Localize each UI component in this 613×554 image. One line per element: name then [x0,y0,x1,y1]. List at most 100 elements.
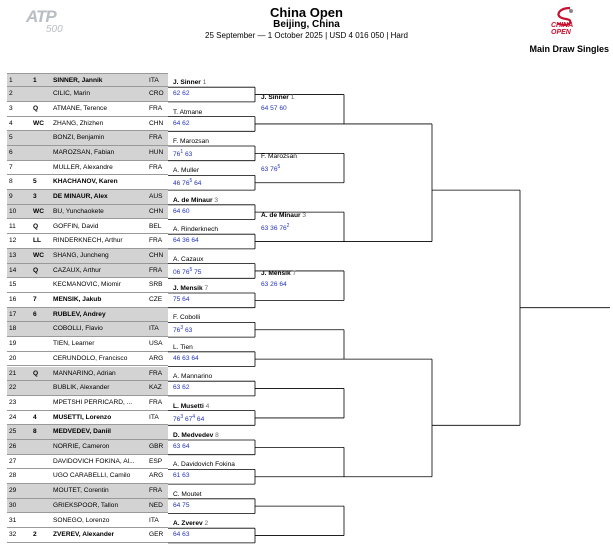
player-name: KHACHANOV, Karen [53,178,118,186]
player-name: MEDVEDEV, Daniil [53,428,112,436]
country-code: FRA [149,237,163,245]
player-name: DAVIDOVICH FOKINA, Al... [53,457,135,465]
draw-position: 6 [9,149,13,156]
country-code: ESP [149,457,163,465]
round-2-score: 763 63 [173,325,193,335]
round-2-winner: A. Rinderknech [173,226,219,234]
draw-position: 3 [9,104,13,112]
round-3-score: 63 26 64 [261,281,287,289]
winner-seed: 1 [200,79,207,87]
winner-seed: 8 [213,432,219,439]
player-name: RINDERKNECH, Arthur [53,237,123,245]
seed-label: 5 [33,178,37,186]
player-name: MULLER, Alexandre [53,163,113,171]
winner-seed: 1 [288,93,295,101]
country-code: FRA [149,369,163,377]
header: ATP 500 China Open Beijing, China 25 Sep… [0,0,613,66]
china-open-swoosh-icon [557,6,573,26]
player-name: MUSETTI, Lorenzo [53,413,112,421]
seed-label: Q [33,266,39,274]
round-3-score: 64 57 60 [261,104,287,112]
draw-position: 18 [9,325,17,333]
player-name: CERUNDOLO, Francisco [53,354,128,362]
seed-label: 2 [33,531,37,539]
player-name: ZVEREV, Alexander [53,531,115,539]
country-code: FRA [149,487,163,495]
winner-seed: 4 [203,402,210,410]
round-2-winner: A. Zverev 2 [173,520,209,528]
round-3-winner: F. Marozsan [261,152,297,160]
country-code: BEL [149,222,162,230]
country-code: ITA [149,516,159,524]
draw-position: 11 [9,222,16,230]
atp-500-logo: ATP 500 [26,8,72,36]
country-code: CRO [149,90,164,98]
player-name: GOFFIN, David [53,222,99,230]
player-name: ATMANE, Terence [53,104,107,112]
tournament-location: Beijing, China [273,19,340,30]
player-name: BUBLIK, Alexander [53,384,110,392]
draw-position: 20 [9,354,17,362]
player-name: BONZI, Benjamin [53,134,105,142]
player-name: BU, Yunchaokete [53,207,104,215]
draw-position: 21 [9,369,17,377]
draw-position: 7 [9,163,13,171]
seed-label: WC [33,207,44,215]
round-2-winner: L. Tien [173,343,193,351]
winner-seed: 3 [300,211,307,219]
round-2-winner: A. Muller [173,167,200,175]
round-2-score: 06 765 75 [173,266,202,276]
player-name: COBOLLI, Flavio [53,325,103,333]
country-code: ITA [149,325,159,333]
round-2-winner: A. Davidovich Fokina [173,461,235,469]
country-code: HUN [149,149,164,156]
seed-label: Q [33,222,39,230]
round-2-score: 46 765 64 [173,178,202,188]
country-code: FRA [149,104,163,112]
round-2-winner: C. Moutet [173,490,202,498]
round-2-score: 64 62 [173,119,190,127]
round-2-winner: A. de Minaur 3 [173,196,219,204]
round-2-winner: D. Medvedev 8 [173,432,219,439]
china-open-logo: CHINA OPEN [546,6,586,40]
player-name: MANNARINO, Adrian [53,369,116,377]
round-2-score: 761 63 [173,149,193,159]
draw-position: 30 [9,501,17,509]
round-3-score: 63 765 [261,163,281,173]
round-2-score: 64 75 [173,501,190,509]
country-code: ARG [149,354,164,362]
round-2-winner: L. Musetti 4 [173,402,210,410]
draw-position: 28 [9,472,17,480]
draw-position: 31 [9,516,17,524]
round-2-score: 64 60 [173,207,190,215]
round-2-winner: J. Sinner 1 [173,79,207,87]
draw-position: 14 [9,266,17,274]
country-code: ITA [149,413,159,421]
round-2-winner: J. Mensik 7 [173,285,209,292]
round-2-score: 75 64 [173,296,190,303]
draw-position: 25 [9,428,17,436]
country-code: ARG [149,472,164,480]
seed-label: 6 [33,310,37,318]
player-row: 20 CERUNDOLO, Francisco ARG [7,352,168,367]
seed-label: LL [33,237,42,245]
country-code: ITA [149,76,159,84]
